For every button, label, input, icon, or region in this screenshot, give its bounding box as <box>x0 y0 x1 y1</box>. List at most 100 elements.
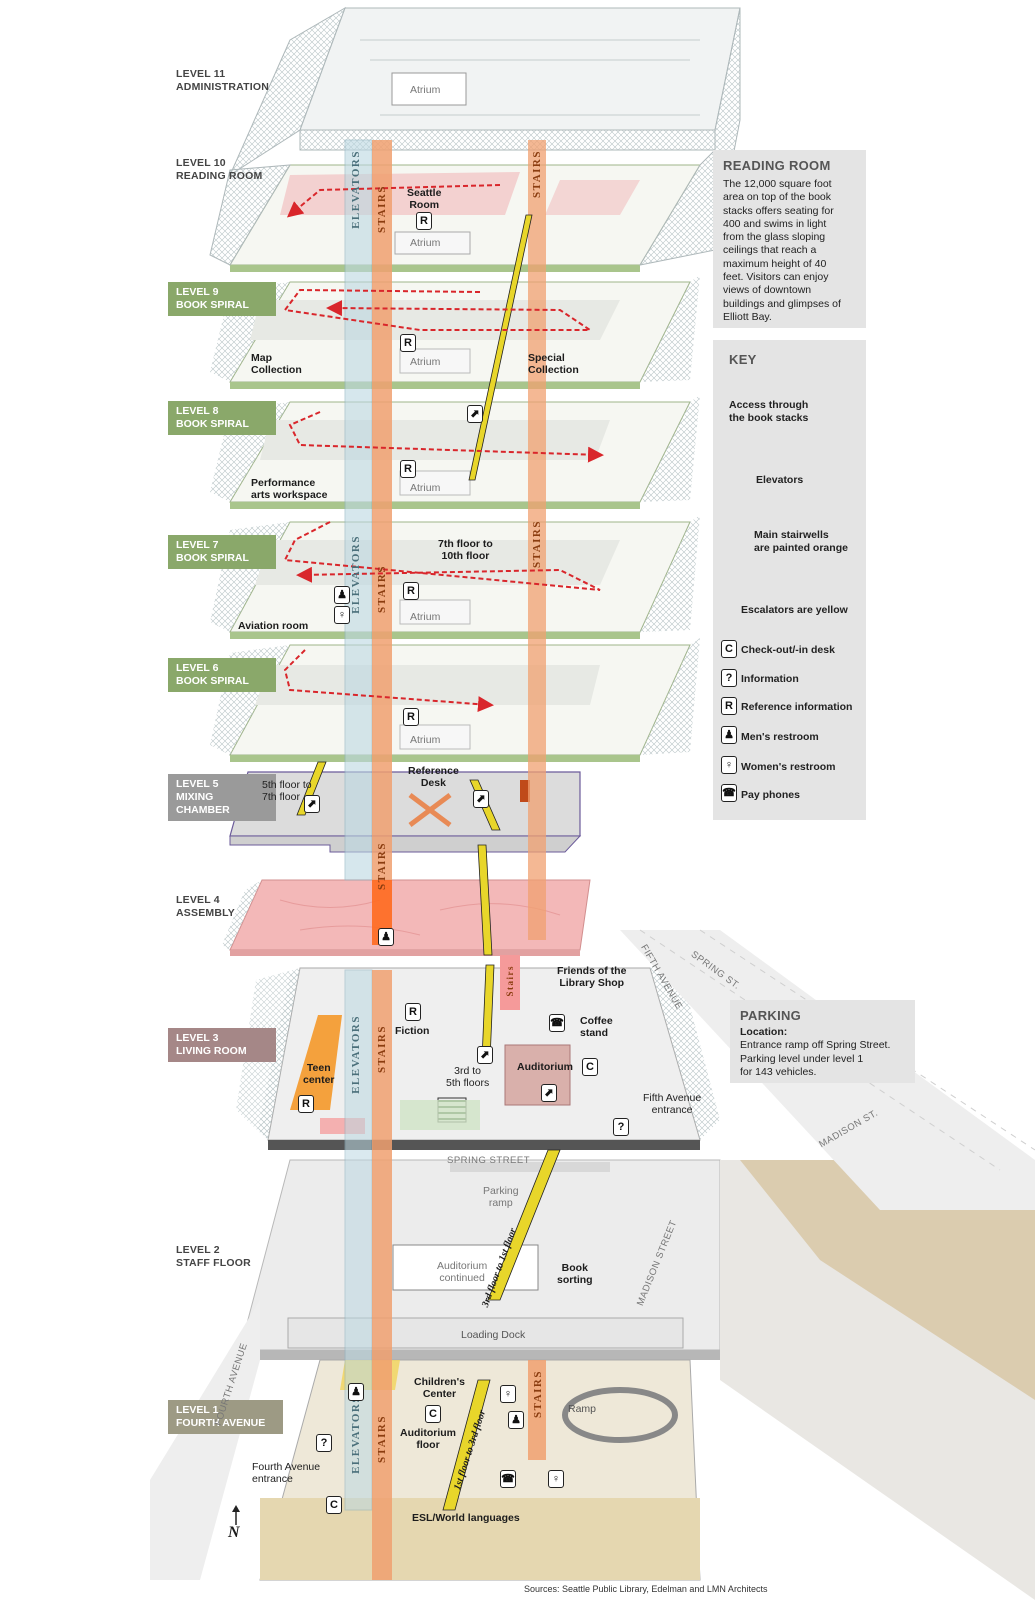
womens-restroom-icon: ♀ <box>721 756 737 774</box>
parking-ramp-label: Parking ramp <box>483 1185 519 1209</box>
auditorium-floor-label: Auditorium floor <box>400 1427 456 1451</box>
atrium-l10-label: Atrium <box>410 237 441 249</box>
key-elevators-label: Elevators <box>756 474 804 486</box>
womens-restroom-icon-l1b: ♀ <box>548 1470 564 1488</box>
book-stack-routes <box>283 184 604 713</box>
fiction-label: Fiction <box>395 1025 430 1037</box>
information-icon-l3: ? <box>613 1118 629 1136</box>
reference-desk-label: Reference Desk <box>408 765 459 789</box>
stairs-label-l7: STAIRS <box>376 565 388 613</box>
escalator-icon-l8: ⬈ <box>467 405 483 423</box>
childrens-center-label: Children's Center <box>414 1376 465 1400</box>
escalator-icon-l5-right: ⬈ <box>473 790 489 808</box>
key-escalator-label: Escalators are yellow <box>741 604 848 616</box>
womens-restroom-icon-l7: ♀ <box>334 606 350 624</box>
pay-phone-icon: ☎ <box>721 784 737 802</box>
mens-restroom-icon-l7: ♟ <box>334 586 350 604</box>
stairs-label-l5: STAIRS <box>376 842 388 890</box>
stairs-label-l1: STAIRS <box>376 1415 388 1463</box>
reference-icon-l7: R <box>403 582 419 600</box>
fifth-ave-entrance-label: Fifth Avenue entrance <box>643 1092 702 1116</box>
book-sorting-label: Book sorting <box>557 1262 593 1286</box>
key-access-label: Access through the book stacks <box>729 399 809 424</box>
level-4-floor <box>222 879 591 956</box>
auditorium-continued-label: Auditorium continued <box>437 1260 488 1284</box>
checkout-icon-l3: C <box>582 1058 598 1076</box>
esl-label: ESL/World languages <box>412 1512 520 1524</box>
north-arrow <box>232 1505 240 1525</box>
level-11-volume <box>228 6 741 251</box>
escalator-icon-l4: ♟ <box>378 928 394 946</box>
key-box: KEY <box>713 340 866 820</box>
ramp-label: Ramp <box>568 1403 597 1415</box>
escalator-icon-l3: ⬈ <box>477 1046 493 1064</box>
stairs-right-label-l7: STAIRS <box>531 520 543 568</box>
third-fifth-label: 3rd to 5th floors <box>446 1065 490 1089</box>
elevators-label-l3: ELEVATORS <box>350 1015 362 1094</box>
escalator-icon-aud: ⬈ <box>541 1084 557 1102</box>
reference-icon-teen: R <box>298 1095 314 1113</box>
key-mens-label: Men's restroom <box>741 731 819 743</box>
seattle-room-label: Seattle Room <box>407 187 442 211</box>
fifth-seventh-label: 5th floor to 7th floor <box>262 779 312 803</box>
reference-icon-l10: R <box>416 212 432 230</box>
reference-icon-l3: R <box>405 1003 421 1021</box>
elevators-label-l1: ELEVATORS <box>350 1395 362 1474</box>
information-icon: ? <box>721 669 737 687</box>
stairs-right-label-l1: STAIRS <box>532 1370 544 1418</box>
key-stairs-label: Main stairwells are painted orange <box>754 529 848 554</box>
spring-street-label: SPRING STREET <box>447 1155 531 1166</box>
stairs-label-l4: Stairs <box>505 965 515 997</box>
reference-icon-l8: R <box>400 460 416 478</box>
checkout-icon: C <box>721 640 737 658</box>
reading-room-text: The 12,000 square foot area on top of th… <box>723 178 841 323</box>
key-information-label: Information <box>741 673 799 685</box>
reference-icon-l9: R <box>400 334 416 352</box>
level-10-floor <box>209 148 716 272</box>
elevator-icon-l1: ♟ <box>348 1383 364 1401</box>
mens-restroom-icon-l1: ♟ <box>508 1411 524 1429</box>
pay-phone-icon-l3: ☎ <box>549 1014 565 1032</box>
information-icon-l1: ? <box>316 1434 332 1452</box>
teen-center-label: Teen center <box>303 1062 335 1086</box>
auditorium-label: Auditorium <box>517 1061 573 1073</box>
reference-icon: R <box>721 697 737 715</box>
north-label: N <box>228 1524 240 1541</box>
escalator-icon-l5-left: ⬈ <box>304 795 320 813</box>
atrium-l9-label: Atrium <box>410 356 441 368</box>
checkout-icon-l1b: C <box>326 1496 342 1514</box>
mens-restroom-icon: ♟ <box>721 726 737 744</box>
key-checkout-label: Check-out/-in desk <box>741 644 835 656</box>
atrium-l11-label: Atrium <box>410 84 441 96</box>
reference-icon-l6: R <box>403 708 419 726</box>
atrium-l6-label: Atrium <box>410 734 441 746</box>
level-6-floor <box>210 638 700 762</box>
parking-location-label: Location: <box>740 1026 788 1038</box>
special-collection-label: Special Collection <box>528 352 579 376</box>
loading-dock-label: Loading Dock <box>461 1329 526 1341</box>
seventh-tenth-label: 7th floor to 10th floor <box>438 538 493 562</box>
reading-room-box: READING ROOM The 12,000 square foot area… <box>713 150 866 328</box>
elevators-label-l7: ELEVATORS <box>350 535 362 614</box>
aviation-label: Aviation room <box>238 620 309 632</box>
key-payphone-label: Pay phones <box>741 789 800 801</box>
elevators-label-l10: ELEVATORS <box>350 150 362 229</box>
atrium-l8-label: Atrium <box>410 482 441 494</box>
key-title: KEY <box>729 352 757 367</box>
parking-box: PARKING Location: Entrance ramp off Spri… <box>730 1000 915 1083</box>
stairs-right-label-l10: STAIRS <box>531 150 543 198</box>
stairs-label-l3: STAIRS <box>376 1025 388 1073</box>
key-reference-label: Reference information <box>741 701 853 713</box>
coffee-stand-label: Coffee stand <box>580 1015 613 1039</box>
